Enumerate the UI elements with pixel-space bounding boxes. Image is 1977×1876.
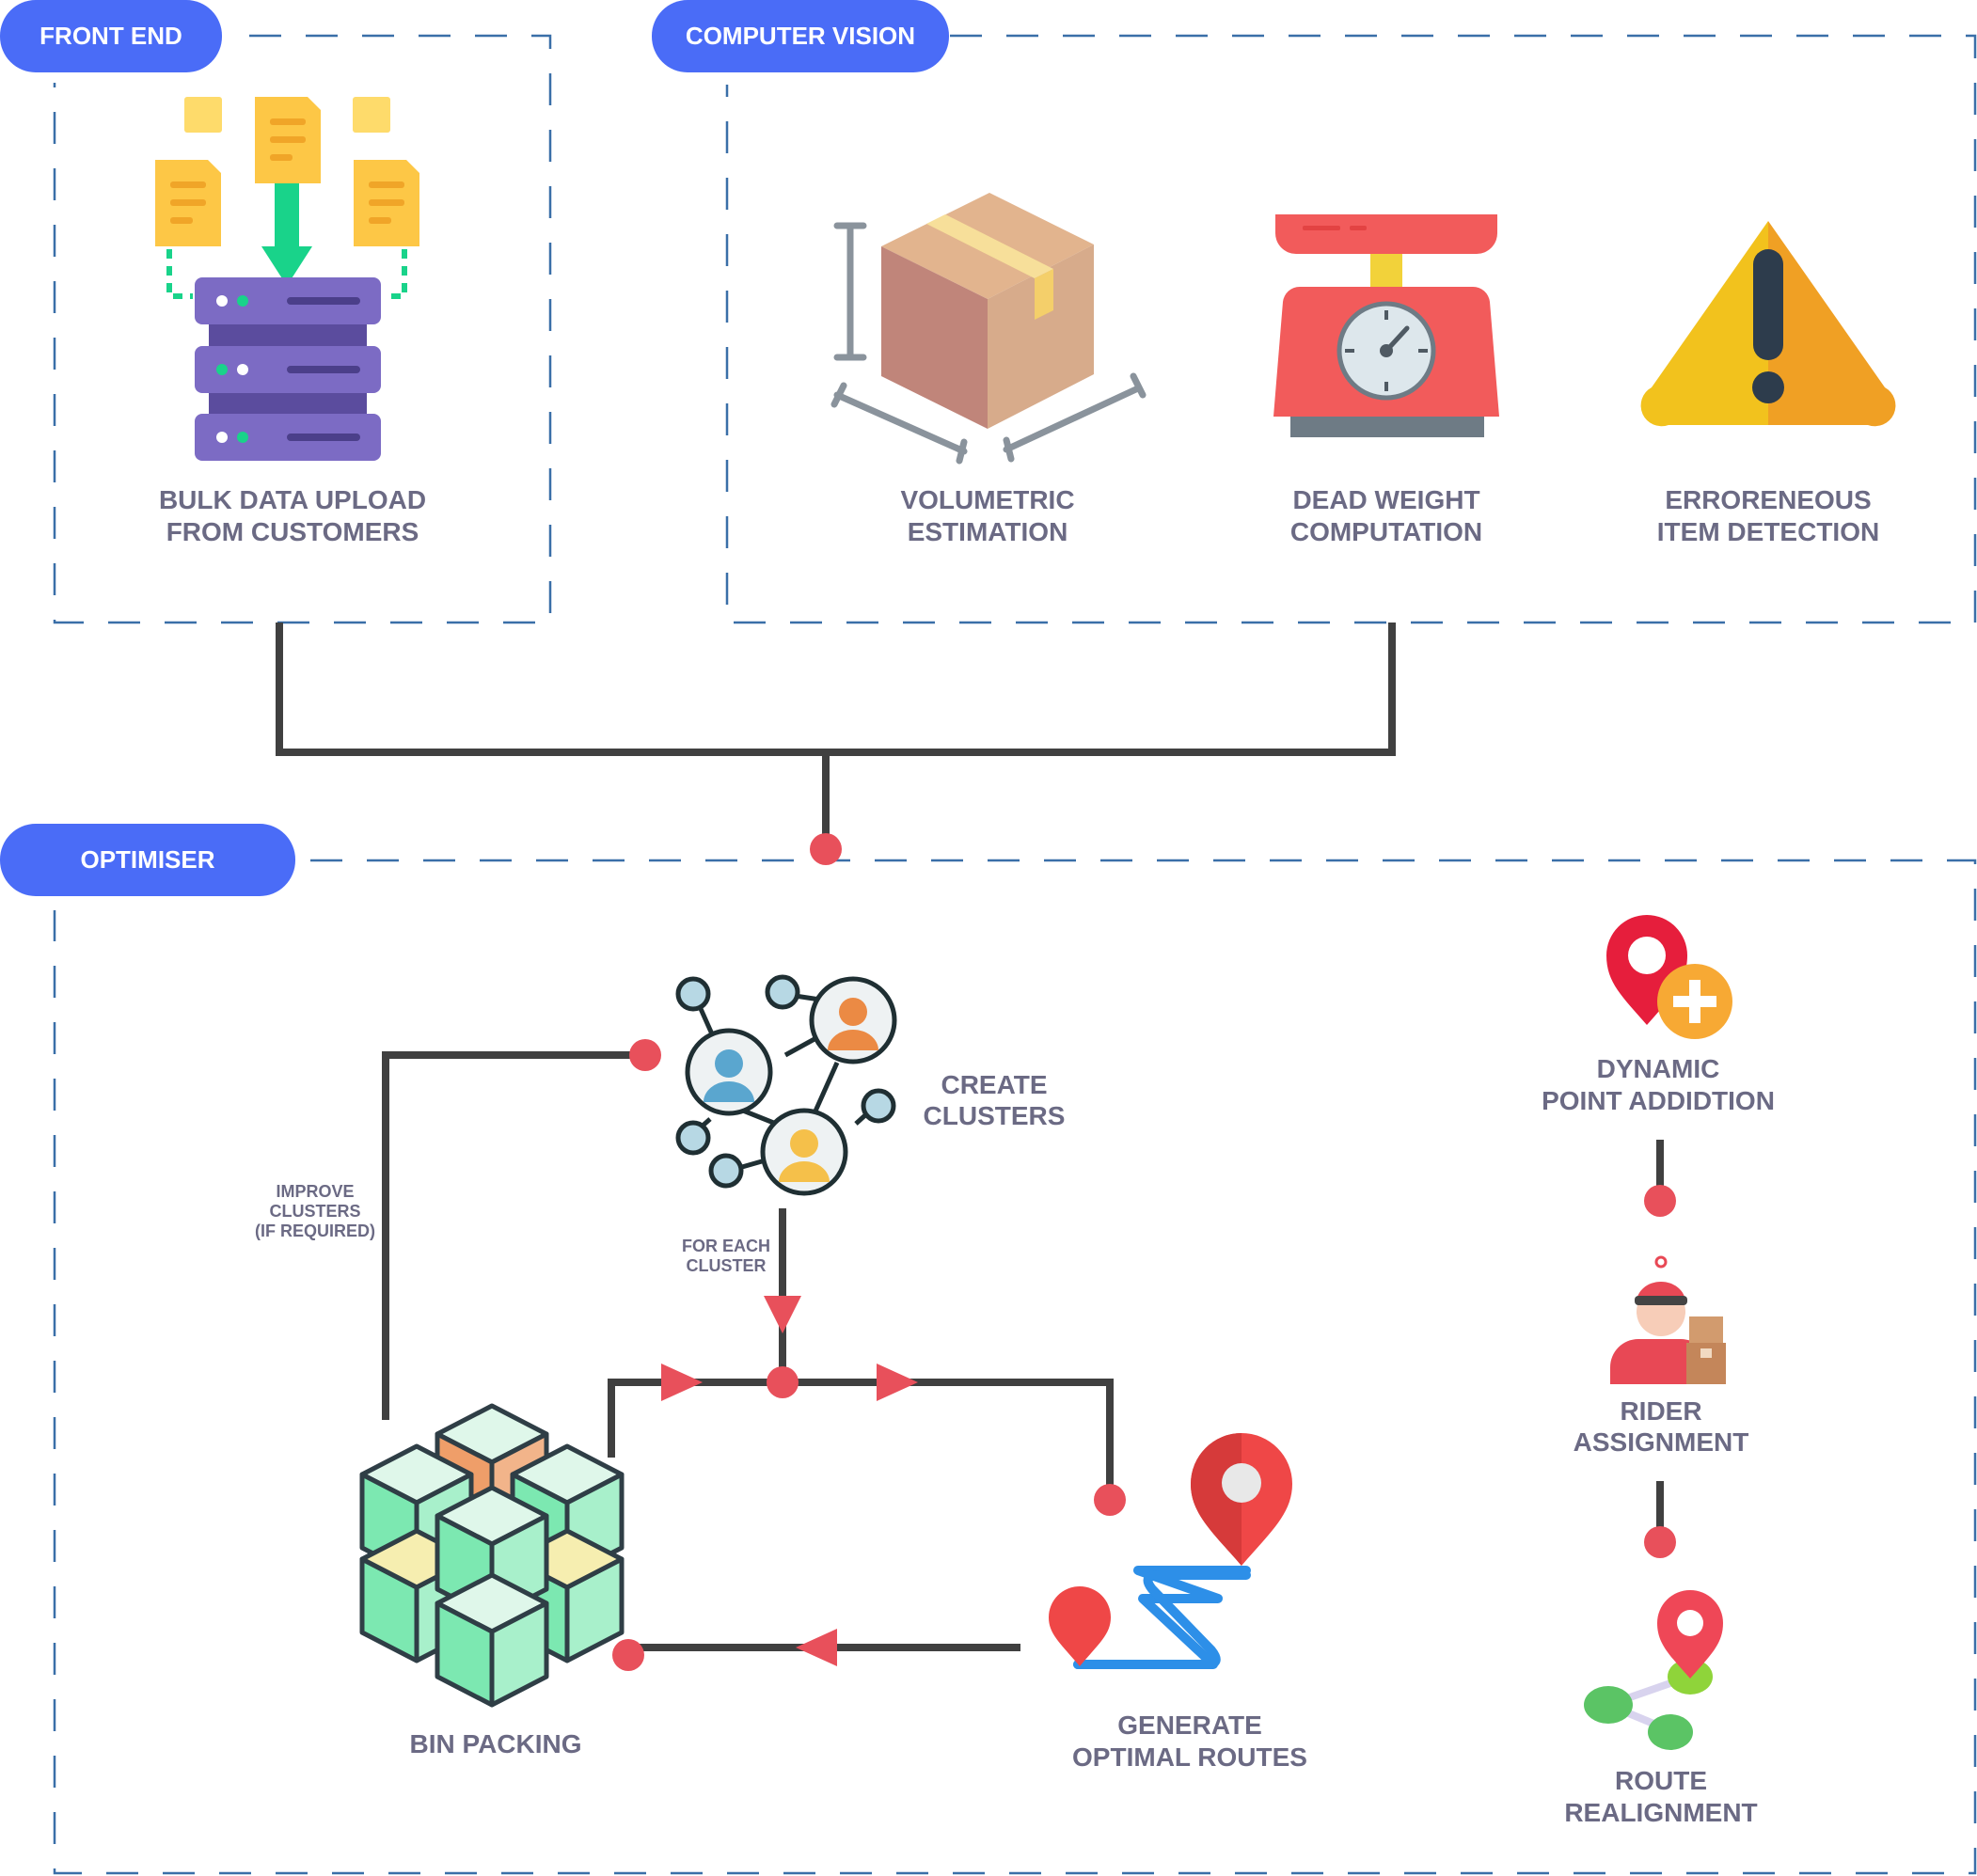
cardboard-box-icon xyxy=(830,193,1147,465)
dead-weight-label-2: COMPUTATION xyxy=(1290,517,1482,546)
erroneous-label-1: ERRORENEOUS xyxy=(1665,485,1871,514)
rider-assignment-label-2: ASSIGNMENT xyxy=(1574,1427,1749,1457)
cube-stack-icon xyxy=(359,1403,625,1708)
for-each-label-1: FOR EACH xyxy=(682,1237,770,1255)
connector-dot xyxy=(810,833,842,865)
optimiser-title: OPTIMISER xyxy=(80,845,214,874)
left-arrow-icon xyxy=(796,1629,837,1666)
improve-clusters-loop xyxy=(382,1039,661,1420)
map-pin-plus-icon xyxy=(1606,915,1732,1039)
improve-clusters-label-1: IMPROVE xyxy=(276,1182,354,1201)
route-nodes-icon xyxy=(1584,1590,1723,1750)
front-end-pill: FRONT END xyxy=(0,0,222,72)
create-clusters-label-2: CLUSTERS xyxy=(924,1101,1066,1130)
generate-routes-label-2: OPTIMAL ROUTES xyxy=(1072,1742,1307,1772)
computer-vision-border xyxy=(725,34,1977,624)
dead-weight-label-1: DEAD WEIGHT xyxy=(1292,485,1479,514)
warning-triangle-icon xyxy=(1640,221,1896,427)
optimiser-pill: OPTIMISER xyxy=(0,824,295,896)
route-map-pins-icon xyxy=(1049,1433,1292,1669)
volumetric-label-2: ESTIMATION xyxy=(908,517,1068,546)
right-arrow-icon xyxy=(877,1364,918,1401)
volumetric-label-1: VOLUMETRIC xyxy=(900,485,1074,514)
improve-clusters-label-2: CLUSTERS xyxy=(269,1202,360,1221)
rider-connector-2 xyxy=(1644,1481,1676,1558)
front-end-title: FRONT END xyxy=(40,22,182,50)
rider-assignment-label-1: RIDER xyxy=(1620,1396,1701,1426)
generate-routes-label-1: GENERATE xyxy=(1117,1710,1262,1740)
return-connector xyxy=(612,1629,1020,1671)
erroneous-label-2: ITEM DETECTION xyxy=(1657,517,1879,546)
delivery-rider-icon xyxy=(1610,1255,1726,1384)
front-end-border xyxy=(53,34,552,624)
weighing-scale-icon xyxy=(1273,214,1499,437)
bulk-upload-label-2: FROM CUSTOMERS xyxy=(166,517,419,546)
computer-vision-title: COMPUTER VISION xyxy=(686,22,915,50)
bin-packing-label: BIN PACKING xyxy=(409,1729,581,1758)
down-arrow-icon xyxy=(764,1296,801,1333)
computer-vision-pill: COMPUTER VISION xyxy=(652,0,949,72)
dynamic-point-label-1: DYNAMIC xyxy=(1597,1054,1720,1083)
top-connector xyxy=(276,623,1396,865)
routing-connector xyxy=(608,1364,1126,1516)
bulk-upload-label-1: BULK DATA UPLOAD xyxy=(159,485,426,514)
route-realignment-label-1: ROUTE xyxy=(1615,1766,1707,1795)
rider-connector-1 xyxy=(1644,1140,1676,1217)
improve-clusters-label-3: (IF REQUIRED) xyxy=(255,1222,375,1240)
file-upload-server-icon xyxy=(155,97,419,461)
dynamic-point-label-2: POINT ADDIDTION xyxy=(1542,1086,1775,1115)
right-arrow-icon xyxy=(661,1364,703,1401)
route-realignment-label-2: REALIGNMENT xyxy=(1564,1798,1757,1827)
create-clusters-label-1: CREATE xyxy=(941,1070,1047,1099)
for-each-cluster-connector xyxy=(764,1208,801,1382)
optimiser-border xyxy=(53,859,1977,1875)
for-each-label-2: CLUSTER xyxy=(687,1256,767,1275)
network-cluster-icon xyxy=(675,974,897,1196)
